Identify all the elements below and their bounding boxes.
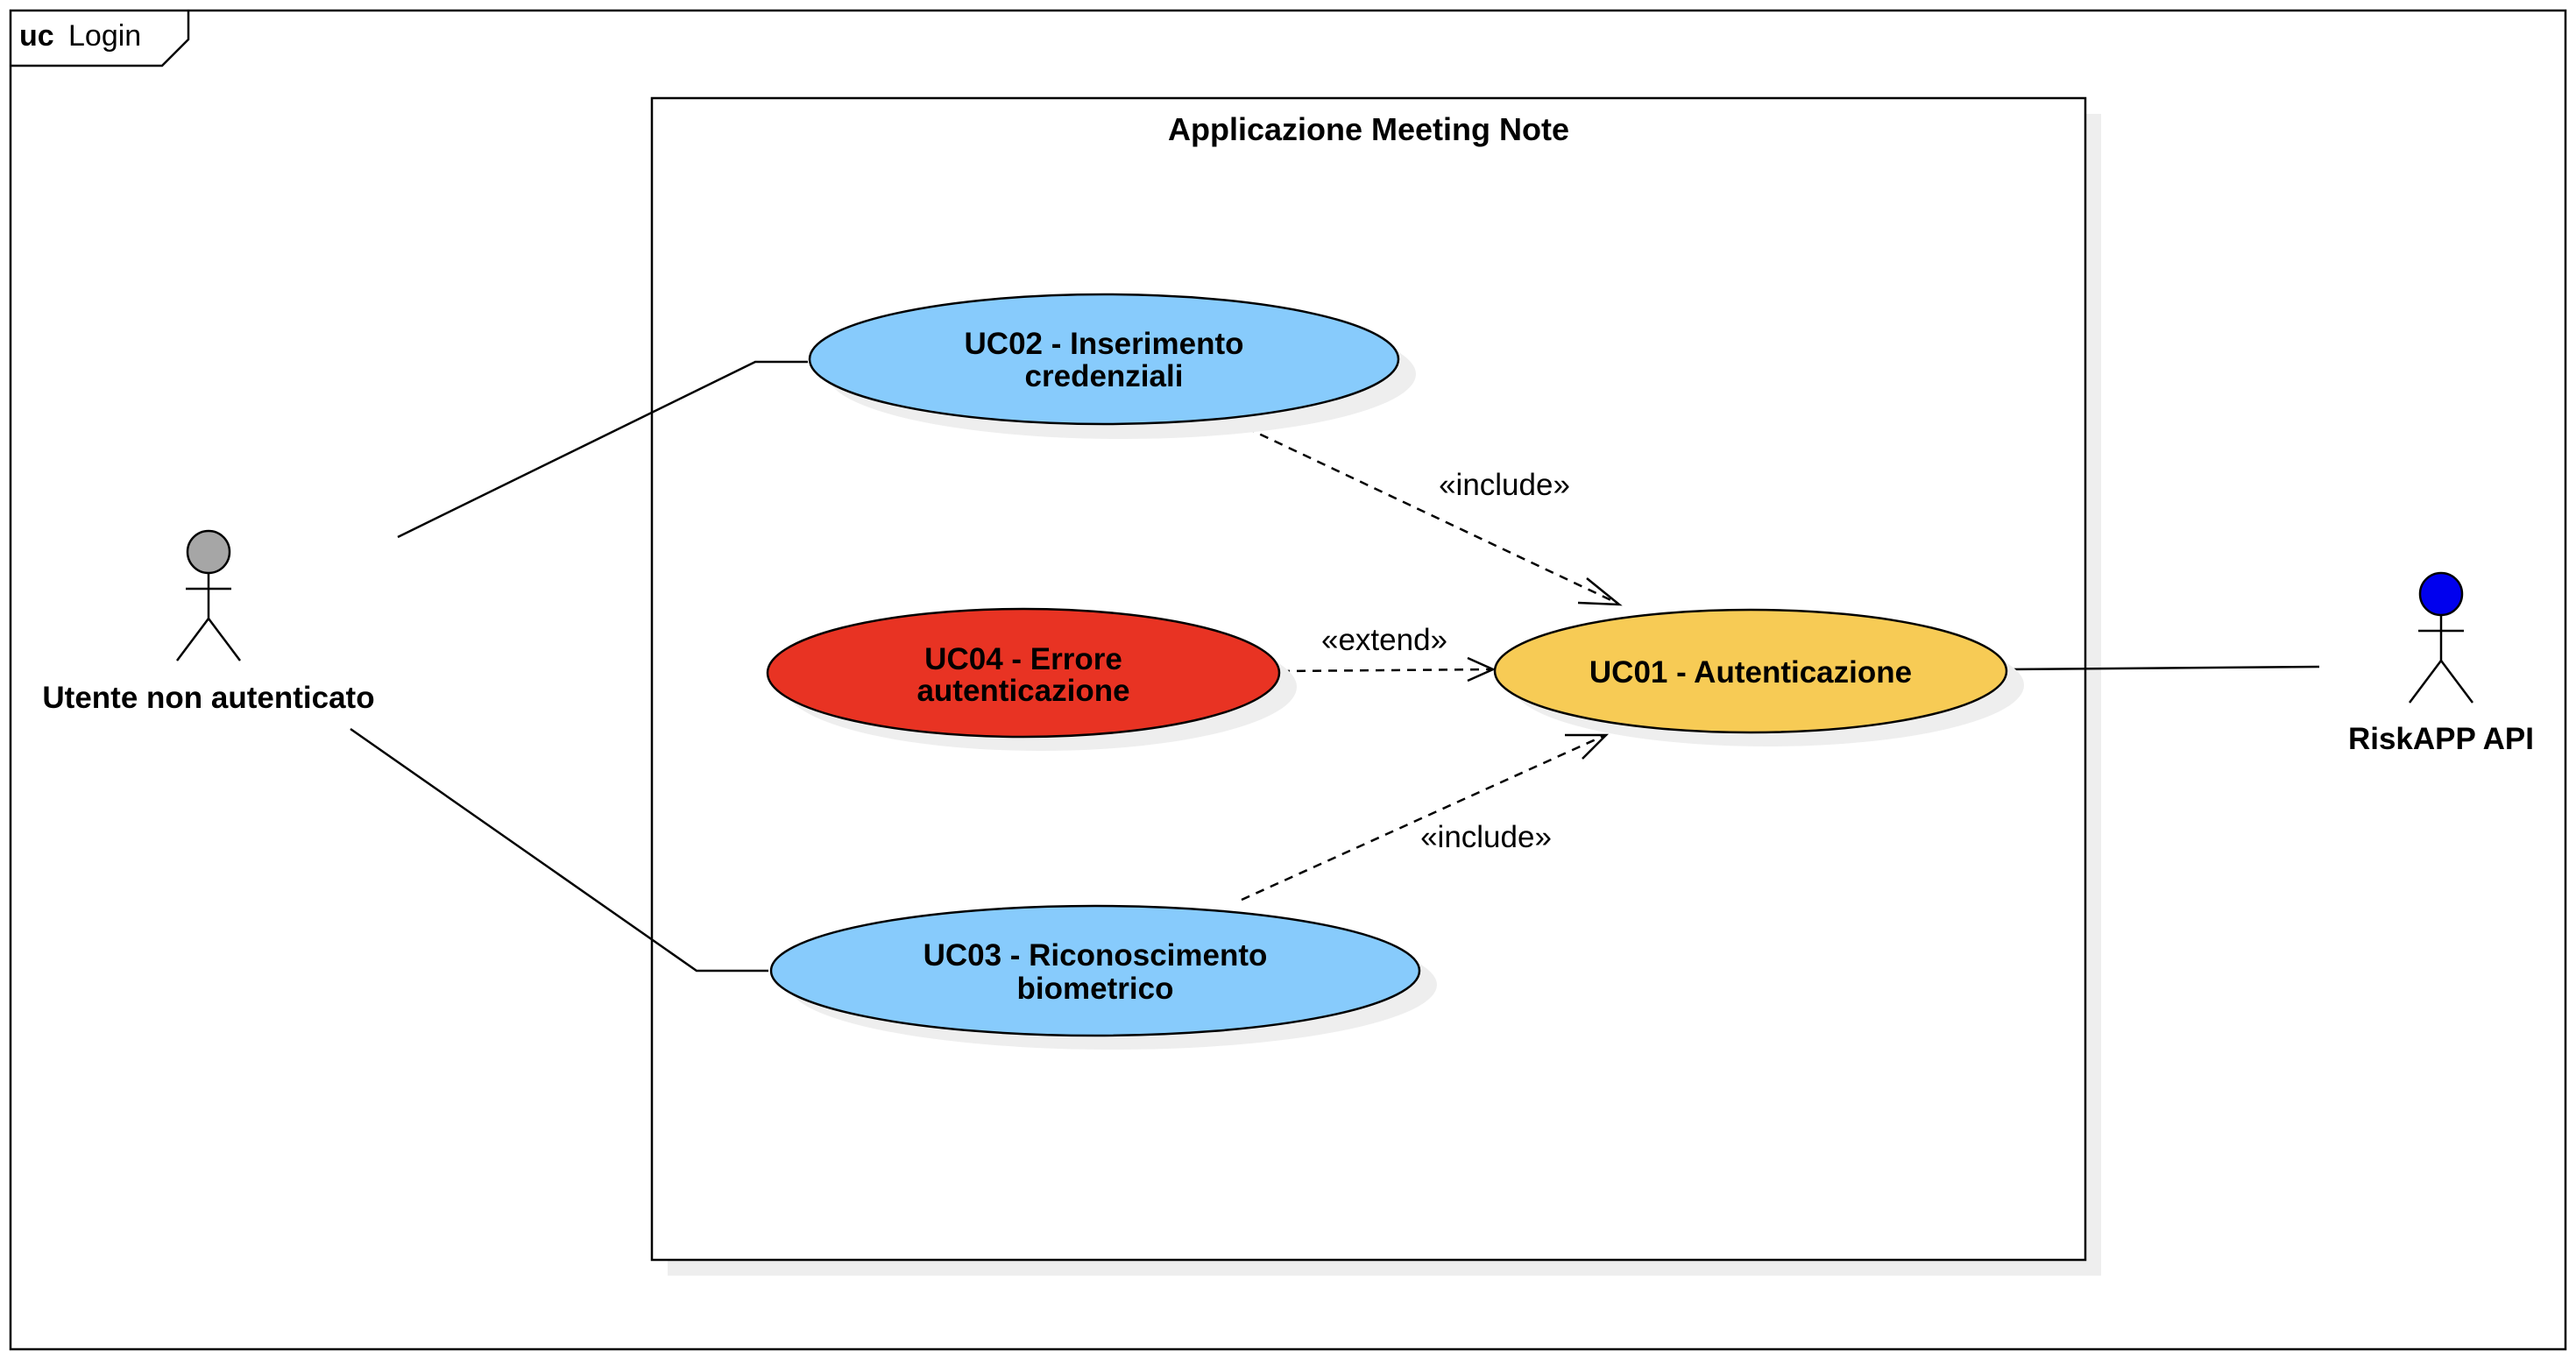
- use-case-uc02-ellipse: [808, 293, 1400, 426]
- actor-user-head-icon: [186, 529, 231, 575]
- use-case-uc01[interactable]: UC01 - Autenticazione: [1493, 608, 2024, 746]
- extend-uc04-uc01: [1280, 668, 1492, 673]
- frame-tab: [11, 11, 190, 67]
- association-user-uc03: [350, 727, 768, 973]
- actor-api-leg-right: [2440, 660, 2473, 704]
- actor-api-label: RiskAPP API: [2348, 722, 2534, 756]
- use-case-uc03[interactable]: UC03 - Riconoscimento biometrico: [769, 904, 1437, 1050]
- use-case-uc04-ellipse: [766, 607, 1281, 739]
- use-case-uc03-line2: biometrico: [1017, 972, 1174, 1006]
- actor-api-leg-left: [2409, 660, 2442, 704]
- association-uc01-api: [2006, 665, 2320, 671]
- frame-keyword: uc: [19, 19, 54, 53]
- use-case-uc01-ellipse: [1493, 608, 2008, 734]
- include-uc02-uc01-arrowhead: [1577, 577, 1623, 606]
- include-uc03-uc01: [1241, 734, 1604, 902]
- actor-user-leg-left: [176, 618, 209, 661]
- use-case-uc02-line2: credenziali: [1025, 359, 1184, 393]
- actor-api-head-icon: [2418, 571, 2464, 617]
- include-label-uc03: «include»: [1420, 820, 1552, 854]
- actor-user-label: Utente non autenticato: [42, 681, 374, 715]
- use-case-uc03-line1: UC03 - Riconoscimento: [924, 938, 1268, 973]
- include-uc02-uc01: [1245, 426, 1617, 605]
- frame-name: Login: [68, 19, 141, 53]
- include-uc03-uc01-arrowhead: [1565, 733, 1610, 760]
- include-label-uc02: «include»: [1439, 468, 1570, 502]
- use-case-uc04-line1: UC04 - Errore: [924, 642, 1122, 676]
- actor-user[interactable]: Utente non autenticato: [42, 529, 375, 715]
- system-title: Applicazione Meeting Note: [1168, 111, 1569, 147]
- extend-uc04-uc01-arrowhead: [1467, 656, 1497, 683]
- use-case-uc04[interactable]: UC04 - Errore autenticazione: [766, 607, 1297, 751]
- use-case-uc01-line1: UC01 - Autenticazione: [1589, 655, 1912, 690]
- association-user-uc02: [397, 360, 808, 539]
- use-case-uc04-line2: autenticazione: [916, 674, 1129, 708]
- diagram-frame: [9, 9, 2567, 1351]
- actor-api[interactable]: RiskAPP API: [2348, 571, 2534, 756]
- actor-user-leg-right: [208, 618, 241, 661]
- use-case-uc02-line1: UC02 - Inserimento: [965, 327, 1244, 361]
- extend-label-uc04: «extend»: [1321, 623, 1447, 657]
- use-case-uc02[interactable]: UC02 - Inserimento credenziali: [808, 293, 1416, 439]
- use-case-uc03-ellipse: [769, 904, 1421, 1037]
